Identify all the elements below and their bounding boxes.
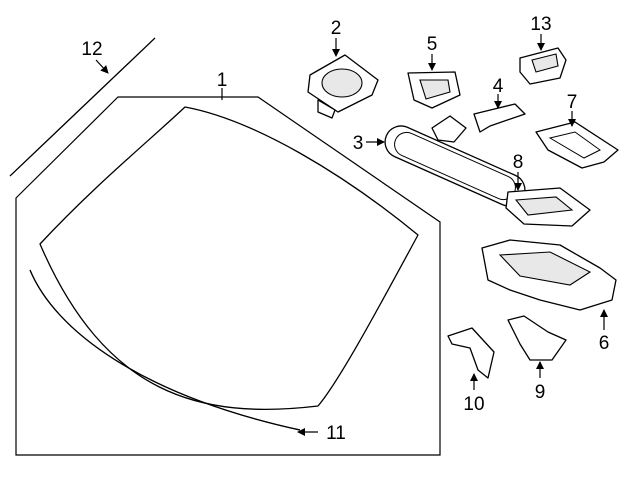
windshield-part-1: [15, 96, 441, 456]
callout-labels: 1 2 3 4 5 6 7 8 9 10 11 12 13: [81, 14, 609, 444]
module-part-13: [519, 47, 567, 85]
callout-10: 10: [463, 394, 484, 415]
sensor-part-2: [307, 54, 379, 119]
callout-5: 5: [427, 34, 438, 55]
callout-12: 12: [81, 39, 102, 60]
leader-lines: [95, 34, 608, 436]
callout-6: 6: [599, 333, 610, 354]
cover-part-5: [407, 71, 461, 109]
trim-piece-part-9: [507, 315, 567, 361]
callout-11: 11: [326, 423, 346, 444]
callout-1: 1: [217, 70, 228, 91]
tray-part-8: [505, 187, 591, 227]
trim-cover-part-6: [481, 239, 617, 311]
callout-9: 9: [535, 382, 546, 403]
callout-13: 13: [530, 14, 551, 35]
callout-7: 7: [567, 92, 578, 113]
callout-2: 2: [331, 18, 342, 39]
side-molding-part-12: [9, 37, 156, 177]
bracket-part-7: [535, 121, 619, 169]
cover-part-4: [473, 103, 526, 133]
clip-part-10: [447, 327, 495, 379]
lower-molding-part-11: [29, 269, 301, 431]
callout-4: 4: [493, 76, 504, 97]
callout-3: 3: [353, 133, 364, 154]
callout-8: 8: [513, 152, 524, 173]
